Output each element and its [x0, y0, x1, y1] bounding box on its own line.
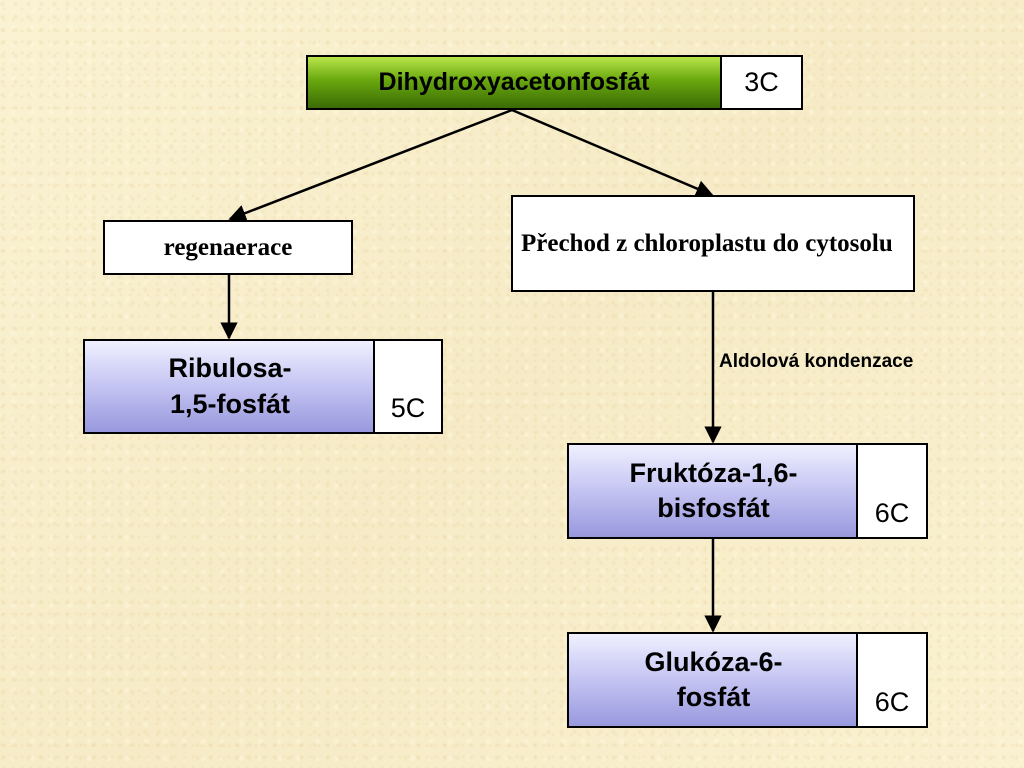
- regeneration-box: regenaerace: [103, 220, 353, 275]
- glucose-label-line2: fosfát: [676, 682, 751, 712]
- glucose-carbon-count: 6C: [856, 632, 928, 728]
- dhap-label: Dihydroxyacetonfosfát: [378, 68, 650, 96]
- glucose-box: Glukóza-6- fosfát: [567, 632, 860, 728]
- ribulose-carbon-count: 5C: [373, 339, 443, 434]
- aldol-condensation-label: Aldolová kondenzace: [719, 351, 914, 372]
- ribulose-label-line1: Ribulosa-: [168, 353, 292, 384]
- transfer-box: Přechod z chloroplastu do cytosolu: [511, 195, 915, 292]
- arrow-dhap-to-transfer: [511, 108, 714, 197]
- fructose-carbon-count: 6C: [856, 443, 928, 539]
- ribulose-box: Ribulosa- 1,5-fosfát: [83, 339, 377, 434]
- glucose-carbons: 6C: [874, 687, 910, 717]
- ribulose-carbons: 5C: [390, 393, 426, 423]
- fructose-carbons: 6C: [874, 498, 910, 528]
- fructose-box: Fruktóza-1,6- bisfosfát: [567, 443, 860, 539]
- dhap-box: Dihydroxyacetonfosfát: [306, 55, 722, 110]
- dhap-carbon-count: 3C: [720, 55, 803, 110]
- regeneration-label: regenaerace: [163, 233, 293, 261]
- fructose-label-line2: bisfosfát: [657, 493, 770, 523]
- glucose-label-line1: Glukóza-6-: [644, 646, 783, 677]
- dhap-carbons: 3C: [744, 67, 779, 97]
- transfer-label: Přechod z chloroplastu do cytosolu: [521, 229, 893, 257]
- arrow-dhap-to-regeneration: [228, 108, 513, 222]
- ribulose-label-line2: 1,5-fosfát: [169, 388, 291, 419]
- fructose-label-line1: Fruktóza-1,6-: [629, 457, 798, 488]
